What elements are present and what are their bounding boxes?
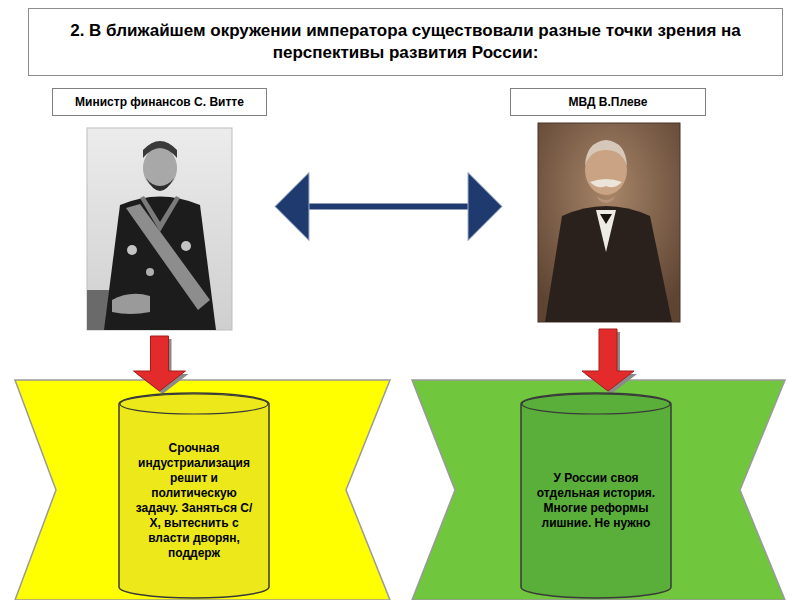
witte-photo [87, 128, 232, 330]
connector-arrow [134, 336, 189, 394]
minister-panel: МВД В.Плеве [510, 88, 706, 325]
connector-arrow [582, 329, 637, 394]
title-box: 2. В ближайшем окружении императора суще… [28, 8, 783, 76]
green-banner [412, 380, 785, 600]
name-label: Министр финансов С. Витте [52, 88, 267, 116]
scroll-body [521, 393, 671, 598]
scroll-rim [522, 394, 670, 414]
scroll-body [119, 393, 269, 598]
down-arrow [134, 336, 186, 391]
scroll-text: У России своя отдельная история. Многие … [521, 471, 671, 531]
connector-arrow [275, 173, 502, 241]
arrow-shaft [308, 204, 469, 210]
yellow-banner [15, 380, 390, 600]
plehve-photo [538, 123, 680, 322]
down-arrow [582, 329, 634, 391]
minister-panel: Министр финансов С. Витте [52, 88, 267, 332]
slide-title: 2. В ближайшем окружении императора суще… [43, 20, 768, 64]
arrow-head [468, 173, 502, 241]
scroll-rim [120, 394, 268, 414]
name-label: МВД В.Плеве [510, 88, 706, 116]
scroll-note: Срочная индустриализация решит и политич… [119, 393, 269, 598]
arrow-head [275, 173, 309, 241]
scroll-note: У России своя отдельная история. Многие … [521, 393, 671, 598]
scroll-text: Срочная индустриализация решит и политич… [119, 441, 269, 561]
